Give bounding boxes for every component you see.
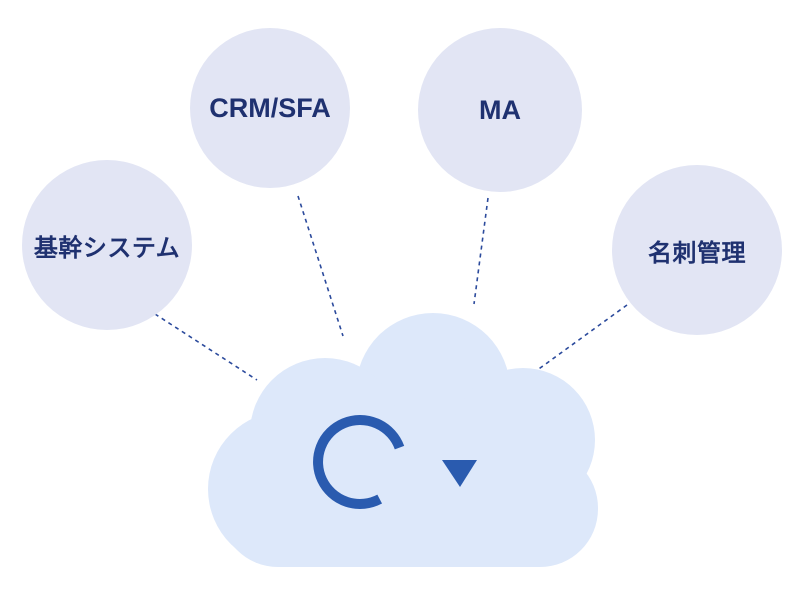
node-ma: MA [418,28,582,192]
node-crm-sfa: CRM/SFA [190,28,350,188]
connector-business-card-to-cloud [535,304,628,372]
node-business-card-label: 名刺管理 [648,239,746,267]
node-crm-sfa-label: CRM/SFA [209,92,331,123]
node-ma-label: MA [479,94,521,125]
connector-crm-sfa-to-cloud [297,195,344,337]
sync-clockwise-arrow-icon [313,415,477,509]
node-core-system: 基幹システム [22,160,192,330]
connector-ma-to-cloud [473,197,489,305]
node-core-system-label: 基幹システム [33,234,181,262]
cloud-shape [208,313,598,567]
node-business-card-management: 名刺管理 [612,165,782,335]
